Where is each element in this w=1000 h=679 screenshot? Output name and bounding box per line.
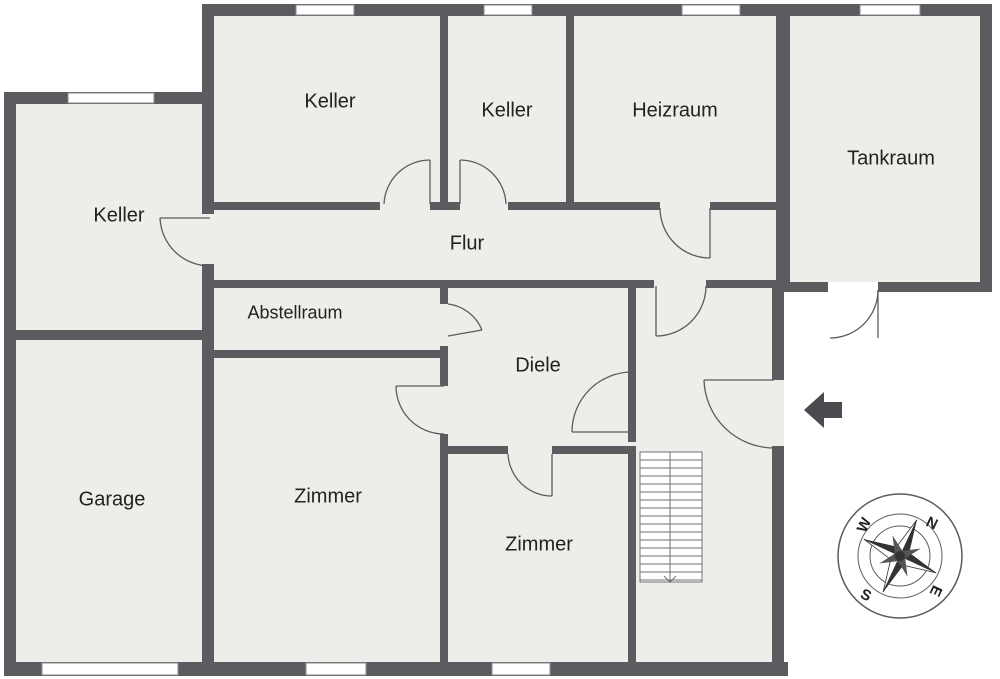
room-label-flur: Flur bbox=[449, 232, 485, 255]
room-label-keller-top-left: Keller bbox=[304, 90, 356, 113]
room-label-zimmer-mid: Zimmer bbox=[294, 485, 362, 508]
room-label-diele: Diele bbox=[515, 354, 561, 377]
room-label-abstellraum: Abstellraum bbox=[247, 302, 343, 323]
doors bbox=[159, 159, 879, 497]
stairs bbox=[639, 451, 703, 583]
windows bbox=[41, 4, 921, 676]
room-label-keller-left: Keller bbox=[93, 204, 145, 227]
room-label-garage: Garage bbox=[78, 488, 146, 511]
entrance-arrow-icon bbox=[804, 392, 842, 428]
room-label-tankraum: Tankraum bbox=[847, 147, 935, 170]
compass-rose-icon: N E S W bbox=[837, 493, 963, 619]
room-label-heizraum: Heizraum bbox=[632, 99, 718, 122]
room-label-keller-top-mid: Keller bbox=[481, 99, 533, 122]
room-label-zimmer-right: Zimmer bbox=[505, 533, 573, 556]
walls bbox=[4, 4, 992, 676]
